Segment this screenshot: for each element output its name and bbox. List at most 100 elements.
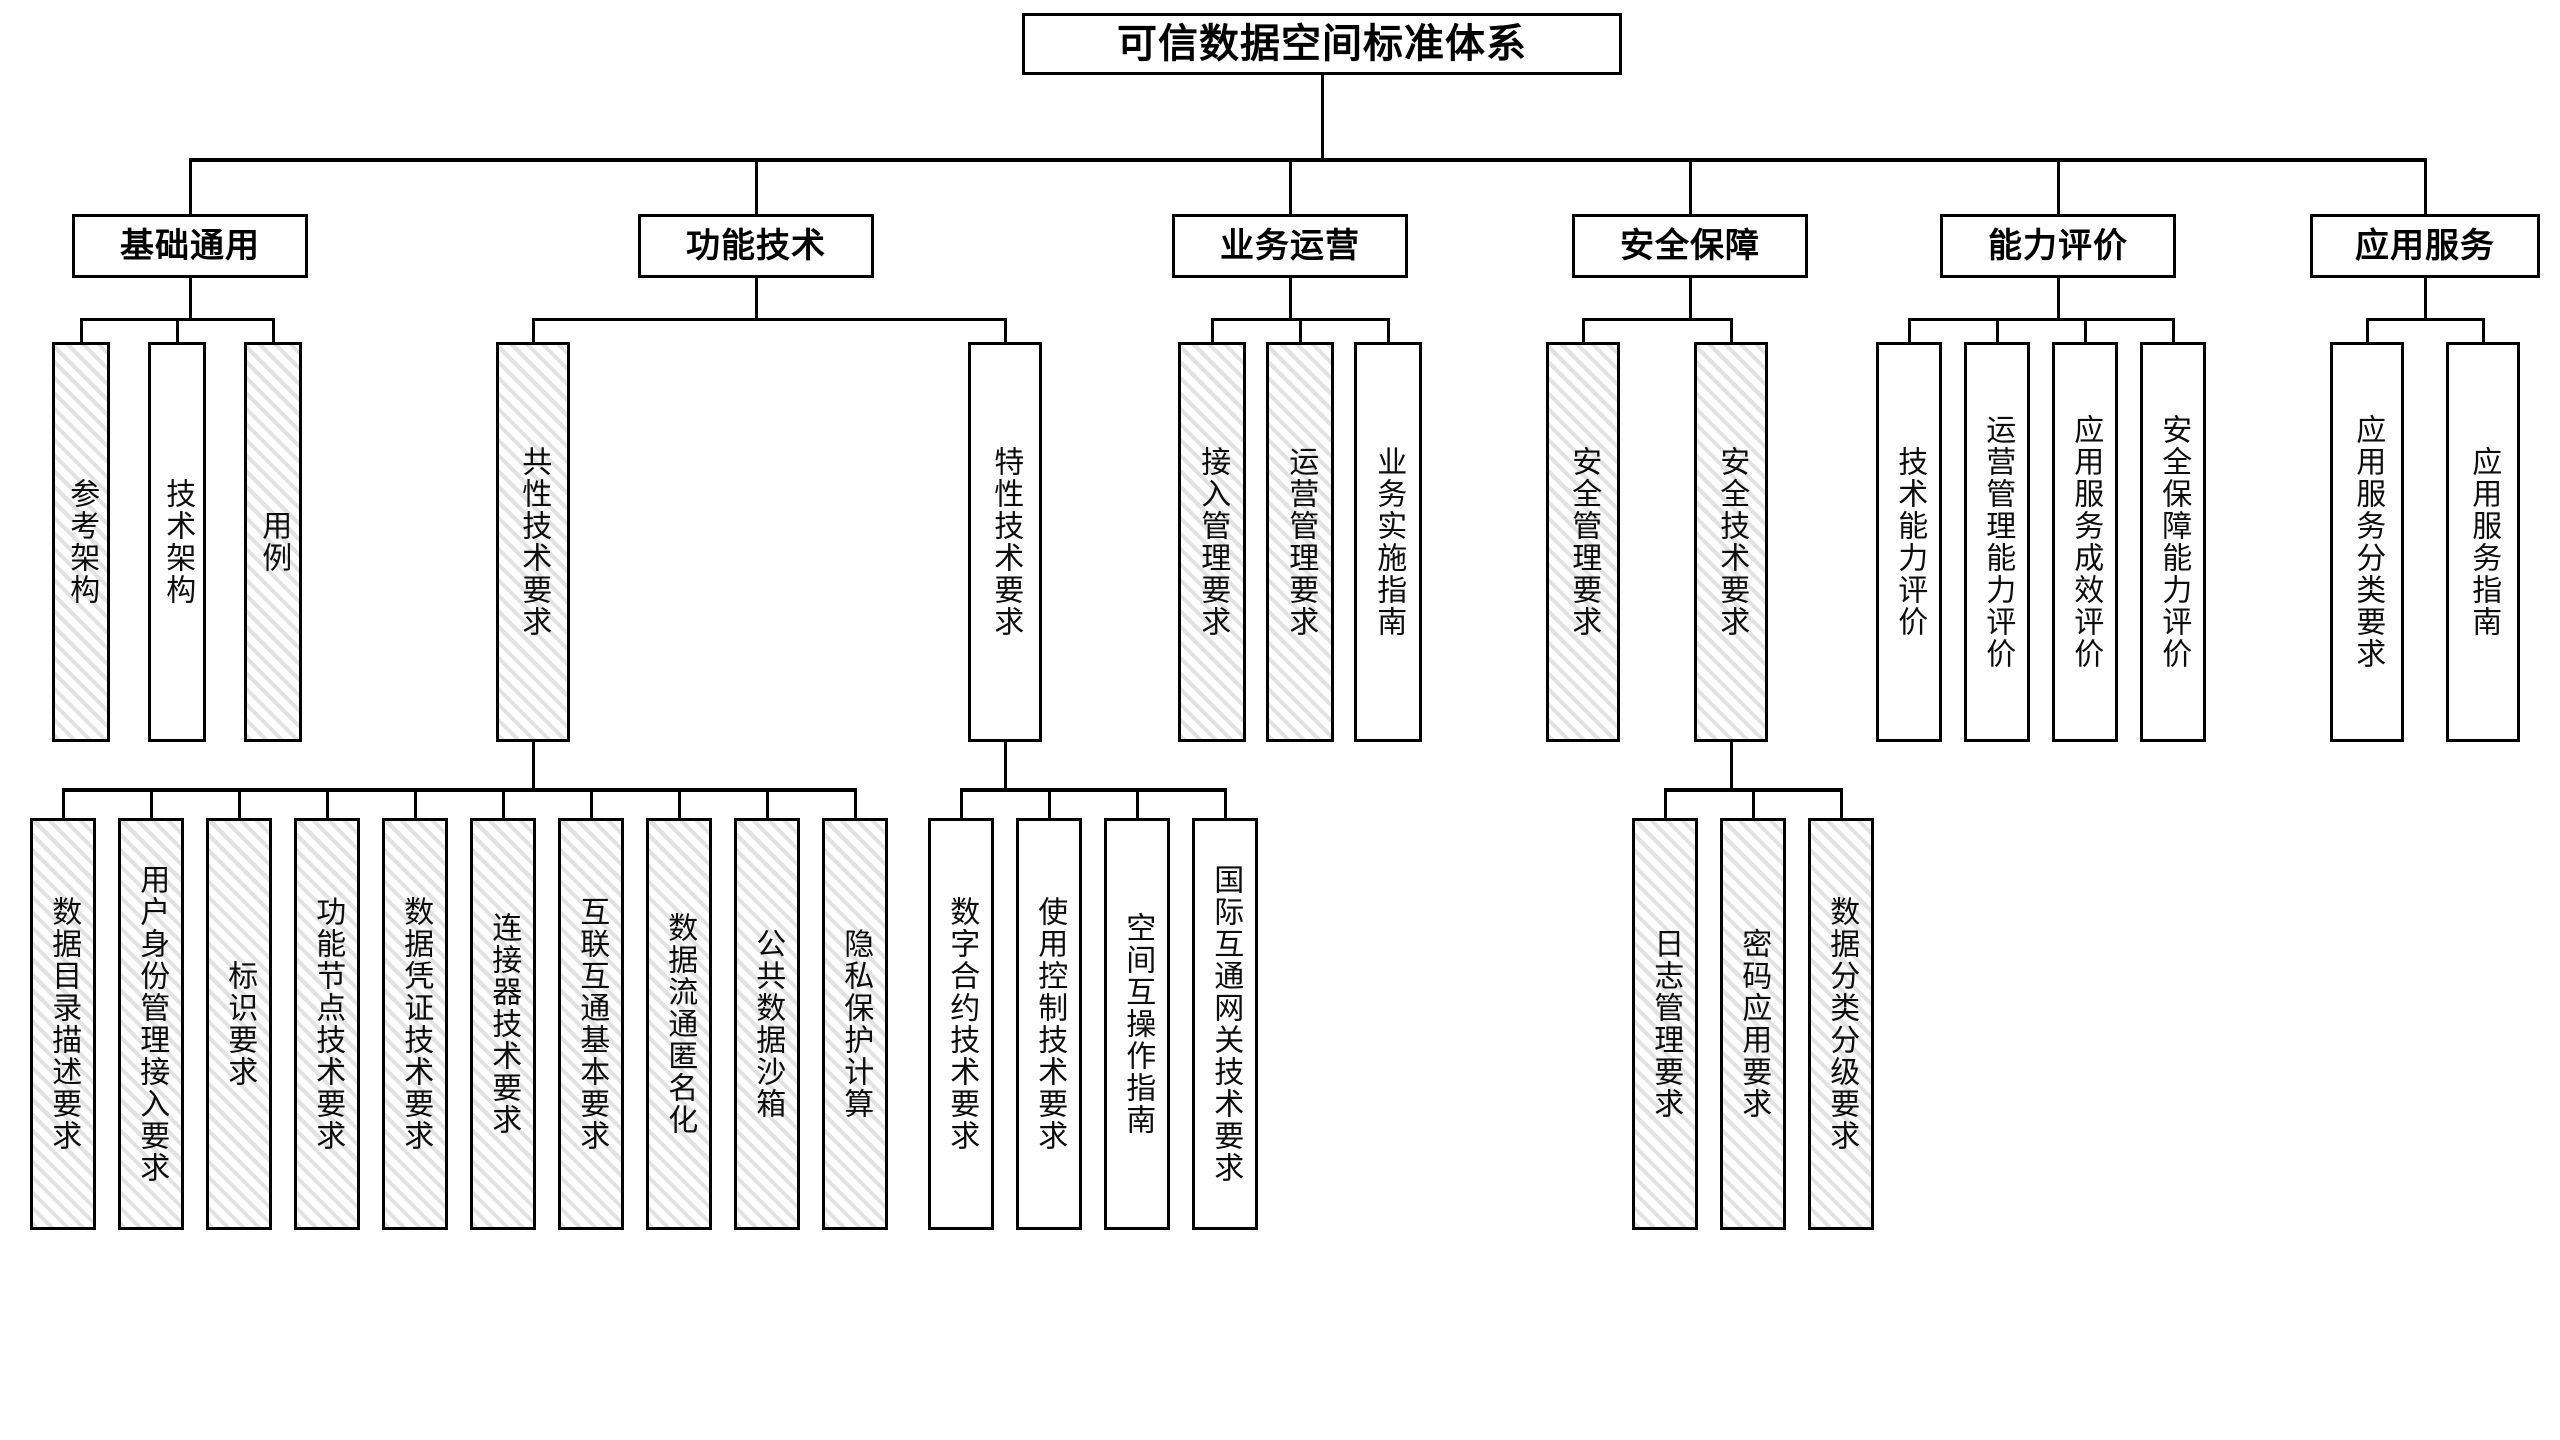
level3-node-capability-2[interactable]: 应用服务成效评价: [2052, 342, 2118, 742]
level4-drop-feature_tech: [1004, 742, 1007, 788]
level3-node-capability-1-label: 运营管理能力评价: [1980, 414, 2016, 670]
level4-stem: [326, 788, 329, 818]
level4-node-common_tech-5[interactable]: 连接器技术要求: [470, 818, 536, 1230]
category-node-security-label: 安全保障: [1620, 226, 1760, 266]
level3-node-security-1-label: 安全技术要求: [1714, 446, 1750, 638]
level3-stem: [2172, 318, 2175, 342]
level3-node-appservice-0[interactable]: 应用服务分类要求: [2330, 342, 2404, 742]
category-drop-security: [1689, 278, 1692, 318]
level3-node-business-0-label: 接入管理要求: [1195, 446, 1231, 638]
root-node-label: 可信数据空间标准体系: [1117, 21, 1527, 67]
category-node-capability[interactable]: 能力评价: [1940, 214, 2176, 278]
level4-node-common_tech-7-label: 数据流通匿名化: [662, 912, 698, 1136]
level4-stem: [678, 788, 681, 818]
level4-node-common_tech-2[interactable]: 标识要求: [206, 818, 272, 1230]
category-drop-business: [1289, 278, 1292, 318]
level4-node-common_tech-6[interactable]: 互联互通基本要求: [558, 818, 624, 1230]
level3-stem: [1582, 318, 1585, 342]
level4-stem: [62, 788, 65, 818]
level4-stem: [1224, 788, 1227, 818]
level4-node-common_tech-8[interactable]: 公共数据沙箱: [734, 818, 800, 1230]
category-node-security[interactable]: 安全保障: [1572, 214, 1808, 278]
level4-stem: [960, 788, 963, 818]
level4-node-common_tech-5-label: 连接器技术要求: [486, 912, 522, 1136]
root-node: 可信数据空间标准体系: [1022, 13, 1622, 75]
level3-stem: [1908, 318, 1911, 342]
level4-node-security_tech-0[interactable]: 日志管理要求: [1632, 818, 1698, 1230]
level4-node-common_tech-9-label: 隐私保护计算: [838, 928, 874, 1120]
category-node-function[interactable]: 功能技术: [638, 214, 874, 278]
level4-node-security_tech-2[interactable]: 数据分类分级要求: [1808, 818, 1874, 1230]
level4-stem: [238, 788, 241, 818]
level4-node-feature_tech-0[interactable]: 数字合约技术要求: [928, 818, 994, 1230]
level4-node-feature_tech-3[interactable]: 国际互通网关技术要求: [1192, 818, 1258, 1230]
level4-node-security_tech-0-label: 日志管理要求: [1648, 928, 1684, 1120]
level3-stem: [1004, 318, 1007, 342]
level4-node-feature_tech-3-label: 国际互通网关技术要求: [1208, 864, 1244, 1184]
level3-node-security-1[interactable]: 安全技术要求: [1694, 342, 1768, 742]
level4-stem: [1752, 788, 1755, 818]
level4-node-feature_tech-2-label: 空间互操作指南: [1120, 912, 1156, 1136]
category-node-appservice-label: 应用服务: [2355, 226, 2495, 266]
level4-node-common_tech-1[interactable]: 用户身份管理接入要求: [118, 818, 184, 1230]
level3-node-basic-1[interactable]: 技术架构: [148, 342, 206, 742]
category-node-capability-label: 能力评价: [1988, 226, 2128, 266]
level4-node-common_tech-7[interactable]: 数据流通匿名化: [646, 818, 712, 1230]
level3-node-basic-0[interactable]: 参考架构: [52, 342, 110, 742]
level4-node-common_tech-0[interactable]: 数据目录描述要求: [30, 818, 96, 1230]
level3-node-capability-0[interactable]: 技术能力评价: [1876, 342, 1942, 742]
level3-node-security-0[interactable]: 安全管理要求: [1546, 342, 1620, 742]
level3-node-business-0[interactable]: 接入管理要求: [1178, 342, 1246, 742]
level4-node-feature_tech-1[interactable]: 使用控制技术要求: [1016, 818, 1082, 1230]
level4-drop-security_tech: [1730, 742, 1733, 788]
level3-stem: [1387, 318, 1390, 342]
category-node-business-label: 业务运营: [1220, 226, 1360, 266]
level4-node-security_tech-1[interactable]: 密码应用要求: [1720, 818, 1786, 1230]
level3-stem: [1211, 318, 1214, 342]
category-stem: [755, 158, 758, 214]
level3-node-function-0[interactable]: 共性技术要求: [496, 342, 570, 742]
level3-bus-appservice: [2367, 318, 2483, 321]
level4-stem: [150, 788, 153, 818]
level4-stem: [1840, 788, 1843, 818]
level3-node-capability-1[interactable]: 运营管理能力评价: [1964, 342, 2030, 742]
category-stem: [2424, 158, 2427, 214]
level4-stem: [1136, 788, 1139, 818]
level4-node-common_tech-8-label: 公共数据沙箱: [750, 928, 786, 1120]
level3-stem: [1730, 318, 1733, 342]
level4-node-common_tech-3[interactable]: 功能节点技术要求: [294, 818, 360, 1230]
level3-bus-function: [533, 318, 1005, 321]
level3-node-appservice-1-label: 应用服务指南: [2466, 446, 2502, 638]
level4-node-common_tech-9[interactable]: 隐私保护计算: [822, 818, 888, 1230]
level4-node-security_tech-2-label: 数据分类分级要求: [1824, 896, 1860, 1152]
level4-stem: [502, 788, 505, 818]
level3-node-basic-2-label: 用例: [256, 510, 292, 574]
level3-node-business-2[interactable]: 业务实施指南: [1354, 342, 1422, 742]
level3-stem: [2084, 318, 2087, 342]
level3-node-appservice-1[interactable]: 应用服务指南: [2446, 342, 2520, 742]
level3-node-function-1[interactable]: 特性技术要求: [968, 342, 1042, 742]
level4-stem: [854, 788, 857, 818]
category-stem: [1289, 158, 1292, 214]
level4-node-common_tech-6-label: 互联互通基本要求: [574, 896, 610, 1152]
level3-node-function-0-label: 共性技术要求: [516, 446, 552, 638]
level4-node-common_tech-3-label: 功能节点技术要求: [310, 896, 346, 1152]
level2-bus: [190, 158, 2425, 162]
level3-node-basic-1-label: 技术架构: [160, 478, 196, 606]
level4-node-common_tech-4[interactable]: 数据凭证技术要求: [382, 818, 448, 1230]
category-node-basic[interactable]: 基础通用: [72, 214, 308, 278]
level3-stem: [532, 318, 535, 342]
level3-bus-capability: [1909, 318, 2173, 321]
level3-bus-security: [1583, 318, 1731, 321]
level4-node-feature_tech-2[interactable]: 空间互操作指南: [1104, 818, 1170, 1230]
category-stem: [2057, 158, 2060, 214]
category-node-appservice[interactable]: 应用服务: [2310, 214, 2540, 278]
level4-node-common_tech-2-label: 标识要求: [222, 960, 258, 1088]
category-stem: [189, 158, 192, 214]
level3-node-capability-3[interactable]: 安全保障能力评价: [2140, 342, 2206, 742]
level3-node-basic-2[interactable]: 用例: [244, 342, 302, 742]
level3-stem: [1299, 318, 1302, 342]
category-node-business[interactable]: 业务运营: [1172, 214, 1408, 278]
category-drop-appservice: [2424, 278, 2427, 318]
level3-node-business-1[interactable]: 运营管理要求: [1266, 342, 1334, 742]
